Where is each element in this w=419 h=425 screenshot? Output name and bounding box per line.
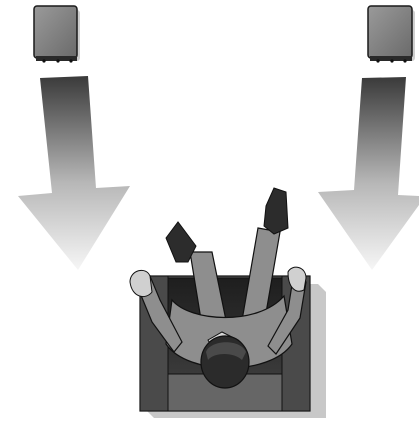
listener-in-armchair-icon — [129, 187, 326, 418]
arrow-down-icon — [18, 76, 130, 270]
left-arrow — [18, 76, 130, 270]
legs — [165, 187, 289, 339]
right-arrow — [318, 77, 419, 270]
head — [200, 335, 250, 389]
arms — [129, 266, 307, 355]
right-speaker — [367, 5, 415, 63]
arrow-down-icon — [318, 77, 419, 270]
speaker-icon — [33, 5, 80, 63]
speaker-icon — [367, 5, 415, 63]
listener-in-armchair — [129, 187, 326, 418]
left-speaker — [33, 5, 80, 63]
